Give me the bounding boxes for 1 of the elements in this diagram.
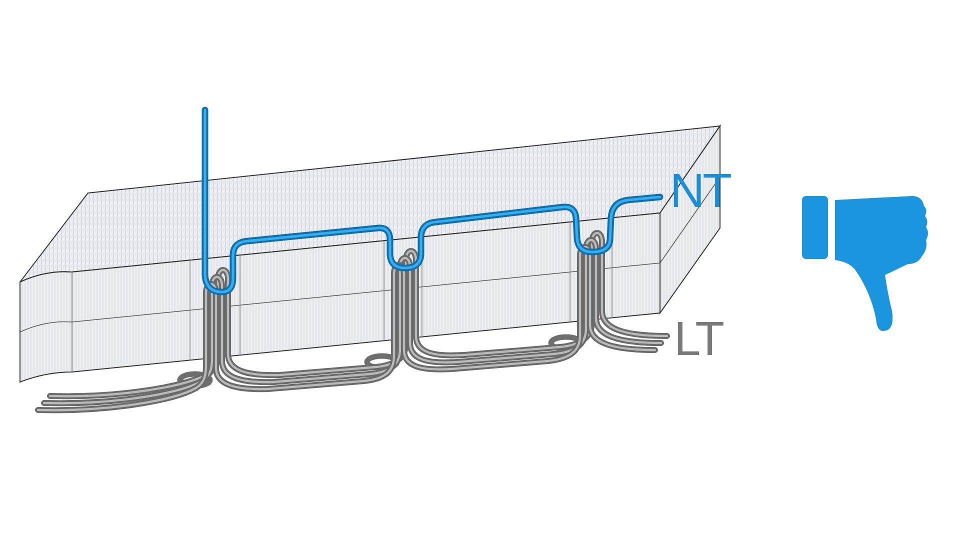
thread-label: LT <box>674 316 722 364</box>
